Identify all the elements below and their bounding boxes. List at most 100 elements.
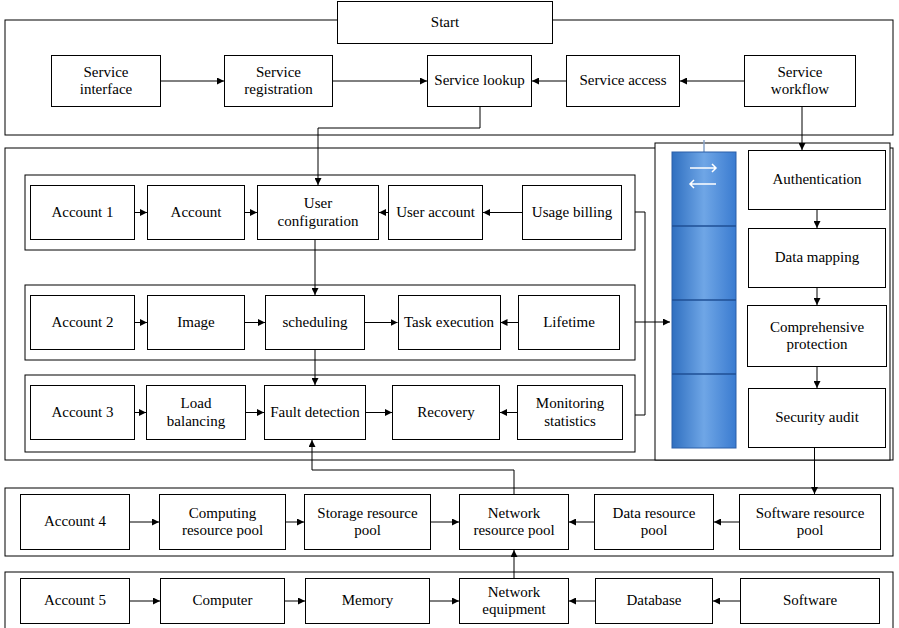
flow-arrow — [312, 440, 514, 494]
box-label: Security audit — [775, 409, 859, 426]
box-label: User configuration — [262, 195, 374, 230]
box-label: Usage billing — [532, 204, 612, 221]
process-box: Software — [740, 578, 880, 624]
process-box: Account 4 — [20, 494, 130, 550]
process-box: Recovery — [392, 385, 500, 440]
box-label: Network equipment — [464, 584, 564, 619]
flow-arrow — [130, 601, 160, 602]
box-label: Task execution — [404, 314, 494, 331]
box-label: Recovery — [417, 404, 474, 421]
box-label: Account 2 — [51, 314, 113, 331]
process-box: Service workflow — [744, 55, 856, 107]
flow-arrow — [135, 412, 146, 413]
process-box: scheduling — [265, 295, 365, 350]
process-box: Data mapping — [748, 228, 886, 288]
flow-arrow — [318, 107, 480, 185]
box-label: scheduling — [283, 314, 348, 331]
box-label: Image — [177, 314, 214, 331]
box-label: Authentication — [772, 171, 861, 188]
box-label: Network resource pool — [464, 505, 564, 540]
flow-arrow — [135, 212, 147, 213]
box-label: Storage resource pool — [309, 505, 426, 540]
box-label: Computing resource pool — [164, 505, 281, 540]
flow-arrow — [483, 212, 522, 213]
process-box: Account — [147, 185, 245, 240]
flow-arrow — [379, 212, 388, 213]
box-label: Service interface — [56, 64, 156, 99]
flow-arrow — [569, 522, 594, 523]
box-label: Service workflow — [749, 64, 851, 99]
box-label: Account 1 — [51, 204, 113, 221]
flow-arrow — [569, 601, 595, 602]
process-box: User account — [388, 185, 483, 240]
stack-divider — [672, 373, 736, 375]
box-label: Computer — [193, 592, 253, 609]
stack-arrow-icon — [690, 164, 716, 172]
box-label: Data resource pool — [599, 505, 709, 540]
process-box: Service interface — [51, 55, 161, 107]
box-label: Load balancing — [151, 395, 241, 430]
flow-arrow — [680, 81, 744, 82]
stack-divider — [672, 225, 736, 227]
box-label: Monitoring statistics — [522, 395, 618, 430]
box-label: Start — [431, 14, 459, 31]
flow-arrow — [365, 322, 398, 323]
process-box: Account 3 — [30, 385, 135, 440]
process-box: Lifetime — [518, 295, 620, 350]
box-label: Database — [627, 592, 682, 609]
box-label: Software resource pool — [744, 505, 876, 540]
process-box: Service registration — [224, 55, 333, 107]
flow-arrow — [245, 322, 265, 323]
flow-arrow — [514, 550, 515, 578]
box-label: Fault detection — [270, 404, 360, 421]
process-box: Network resource pool — [459, 494, 569, 550]
flow-arrow — [802, 107, 803, 150]
resource-pool-band — [5, 488, 893, 556]
flow-arrow — [286, 522, 304, 523]
row-band — [25, 175, 635, 250]
feed-line — [635, 212, 645, 415]
box-label: User account — [396, 204, 475, 221]
box-label: Comprehensive protection — [752, 319, 882, 354]
box-label: Service access — [579, 72, 666, 89]
flow-arrow — [366, 412, 392, 413]
box-label: Service lookup — [434, 72, 524, 89]
process-box: Service lookup — [427, 55, 532, 107]
process-box: Data resource pool — [594, 494, 714, 550]
panel-feed-lines — [635, 212, 670, 415]
flow-arrow — [532, 81, 566, 82]
box-label: Account — [171, 204, 222, 221]
row-band — [25, 375, 635, 452]
flow-arrow — [714, 522, 739, 523]
flow-arrow — [500, 412, 517, 413]
stack-antenna — [703, 140, 705, 152]
hardware-band — [5, 572, 893, 628]
flow-arrow — [430, 601, 459, 602]
flow-arrow — [817, 367, 818, 388]
box-label: Account 5 — [44, 592, 106, 609]
flow-arrow — [161, 81, 224, 82]
process-box: Image — [147, 295, 245, 350]
security-panel — [655, 143, 890, 460]
flow-arrow — [713, 601, 740, 602]
box-label: Service registration — [229, 64, 328, 99]
flow-arrow — [431, 522, 459, 523]
flow-arrow — [501, 322, 519, 323]
process-box: Comprehensive protection — [747, 305, 887, 367]
process-box: Task execution — [398, 295, 501, 350]
stack-body — [672, 152, 736, 448]
process-box: Account 1 — [30, 185, 135, 240]
flow-arrow — [315, 240, 316, 295]
process-box: Security audit — [748, 388, 886, 448]
process-box: Storage resource pool — [304, 494, 431, 550]
flow-arrow — [814, 448, 815, 494]
box-label: Memory — [342, 592, 394, 609]
flow-arrow — [135, 322, 147, 323]
process-box: Account 5 — [20, 578, 130, 624]
box-label: Software — [783, 592, 837, 609]
process-box: Network equipment — [459, 578, 569, 624]
stack-divider — [672, 299, 736, 301]
box-label: Lifetime — [543, 314, 595, 331]
